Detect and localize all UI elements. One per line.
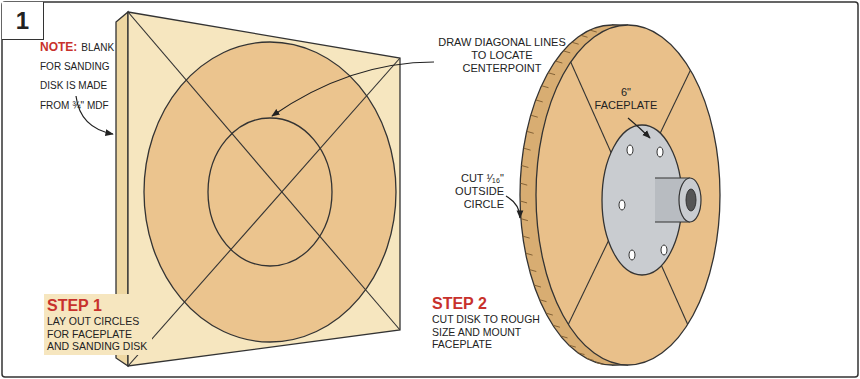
saw-kerf — [524, 148, 531, 150]
saw-kerf — [527, 131, 534, 133]
saw-kerf — [536, 100, 543, 102]
saw-kerf — [531, 115, 538, 117]
callout-group: 6" FACEPLATE — [590, 86, 662, 112]
saw-kerf — [563, 51, 570, 53]
saw-kerf — [520, 183, 527, 185]
saw-kerf — [578, 353, 585, 355]
callout-text: DRAW DIAGONAL LINES TO LOCATE CENTERPOIN… — [436, 36, 568, 76]
saw-kerf — [540, 300, 547, 302]
saw-kerf — [526, 253, 533, 255]
saw-kerf — [587, 358, 594, 360]
faceplate — [602, 125, 701, 275]
note-group: NOTE:BLANK FOR SANDING DISK IS MADE FROM… — [40, 36, 116, 113]
saw-kerf — [523, 236, 530, 238]
step-text: LAY OUT CIRCLES FOR FACEPLATE AND SANDIN… — [47, 315, 149, 353]
saw-kerf — [521, 219, 528, 221]
saw-kerf — [546, 313, 553, 315]
saw-kerf — [572, 42, 579, 44]
saw-kerf — [596, 362, 603, 364]
saw-kerf — [534, 285, 541, 287]
step-heading: STEP 2 — [432, 294, 546, 313]
callout-text: 6" FACEPLATE — [590, 86, 662, 112]
callout-group: DRAW DIAGONAL LINES TO LOCATE CENTERPOIN… — [436, 36, 568, 76]
step-group: STEP 1LAY OUT CIRCLES FOR FACEPLATE AND … — [44, 294, 152, 355]
step-number-box: 1 — [2, 2, 44, 40]
saw-kerf — [569, 345, 576, 347]
step-group: STEP 2CUT DISK TO ROUGH SIZE AND MOUNT F… — [432, 294, 546, 351]
sanding-disk — [520, 25, 720, 365]
saw-kerf — [520, 201, 527, 203]
saw-kerf — [529, 270, 536, 272]
saw-kerf — [521, 165, 528, 167]
leader-lines — [76, 62, 650, 218]
callout-text: CUT ¹⁄₁₆" OUTSIDE CIRCLE — [430, 172, 504, 212]
note-heading: NOTE: — [40, 40, 77, 54]
saw-kerf — [590, 30, 597, 32]
callout-group: CUT ¹⁄₁₆" OUTSIDE CIRCLE — [430, 172, 504, 212]
saw-kerf — [542, 86, 549, 88]
saw-kerf — [548, 73, 555, 75]
saw-kerf — [553, 325, 560, 327]
saw-kerf — [581, 35, 588, 37]
step-text: CUT DISK TO ROUGH SIZE AND MOUNT FACEPLA… — [432, 313, 546, 351]
mdf-blank — [116, 12, 400, 366]
step-heading: STEP 1 — [47, 296, 149, 315]
saw-kerf — [561, 336, 568, 338]
step-number: 1 — [16, 7, 29, 35]
saw-kerf — [555, 61, 562, 63]
